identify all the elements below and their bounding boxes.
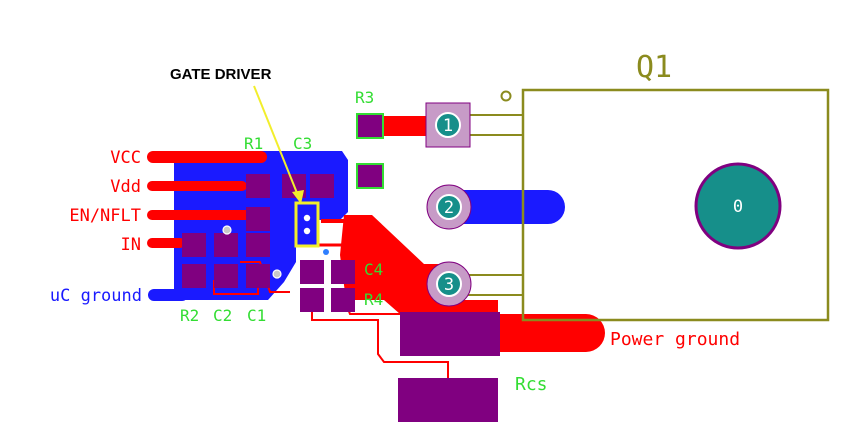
r2-pad	[182, 264, 206, 288]
refdes-c3: C3	[293, 134, 312, 153]
pin3-drill	[436, 271, 462, 297]
pin-number-labels: 1 2 3 0	[443, 116, 743, 295]
uc-ground-trace	[148, 289, 188, 301]
c3-pad-right	[310, 174, 334, 198]
c4-trace	[318, 243, 348, 262]
refdes-rcs: Rcs	[515, 374, 548, 395]
refdes-r4: R4	[364, 290, 383, 309]
smd-pads	[182, 113, 500, 422]
r1-pad-bottom	[246, 207, 270, 231]
r4-pad-left	[300, 288, 324, 312]
gate-driver-pin	[303, 214, 311, 222]
gate-driver-highlight-box	[294, 201, 320, 248]
gate-driver-ic	[294, 201, 320, 248]
refdes-c1: C1	[247, 306, 266, 325]
pin2-bottom-trace	[450, 190, 565, 224]
net-labels: VCC Vdd EN/NFLT IN	[69, 148, 141, 255]
q1-body-outline	[521, 88, 830, 322]
net-label-vdd: Vdd	[110, 177, 141, 197]
pin1-number: 1	[443, 116, 453, 136]
pin2-drill	[436, 194, 462, 220]
r3-pad-bottom	[356, 163, 384, 189]
r1-pad-left	[246, 174, 270, 198]
c4-pad-left	[300, 260, 324, 284]
tab-number: 0	[733, 197, 743, 217]
net-label-en-nflt: EN/NFLT	[69, 206, 141, 226]
refdes-r1: R1	[244, 134, 263, 153]
in-trace	[147, 238, 185, 248]
refdes-r3: R3	[355, 88, 374, 107]
refdes-q1: Q1	[636, 50, 672, 85]
pin1-square-pad	[425, 102, 471, 148]
refdes-labels: R3 R1 C3 C4 R4 R2 C2 C1 Rcs	[180, 88, 548, 395]
callout-arrow-line	[253, 85, 300, 199]
net-label-vcc: VCC	[110, 148, 141, 168]
net-label-power-ground: Power ground	[610, 329, 740, 350]
pin1-drill	[435, 112, 461, 138]
driver-pad-a	[182, 233, 206, 257]
c1-pad	[246, 264, 270, 288]
r4-pad-right	[331, 288, 355, 312]
rcs-pad-top	[400, 312, 500, 356]
en-nflt-trace	[147, 210, 252, 220]
via	[222, 225, 232, 235]
via	[323, 249, 329, 255]
pin3-number: 3	[444, 275, 454, 295]
rcs-pad-bottom	[398, 378, 498, 422]
c2-pad	[214, 264, 238, 288]
callout-arrow-head	[292, 190, 304, 204]
refdes-r2: R2	[180, 306, 199, 325]
gate-driver-label: GATE DRIVER	[170, 66, 272, 83]
r3-pin1-trace	[372, 116, 434, 136]
q1-pins	[425, 102, 782, 307]
via	[272, 269, 282, 279]
driver-pad-b	[214, 233, 238, 257]
net-label-in: IN	[121, 235, 141, 255]
vdd-trace	[147, 181, 247, 191]
pin2-number: 2	[444, 198, 454, 218]
refdes-c2: C2	[213, 306, 232, 325]
refdes-c4: C4	[364, 260, 383, 279]
r3-pad-top	[356, 113, 384, 139]
driver-pad-c	[246, 233, 270, 257]
c4-pad-right	[331, 260, 355, 284]
net-label-uc-ground: uC ground	[50, 286, 142, 306]
vias	[222, 225, 329, 279]
gate-driver-callout: GATE DRIVER	[170, 66, 304, 204]
q1-package	[468, 88, 830, 322]
vcc-trace	[147, 151, 267, 163]
sense-trace	[311, 306, 449, 378]
pin1-marker	[500, 90, 512, 102]
q1-tab-pad	[694, 162, 782, 250]
gate-driver-pin	[303, 227, 311, 235]
